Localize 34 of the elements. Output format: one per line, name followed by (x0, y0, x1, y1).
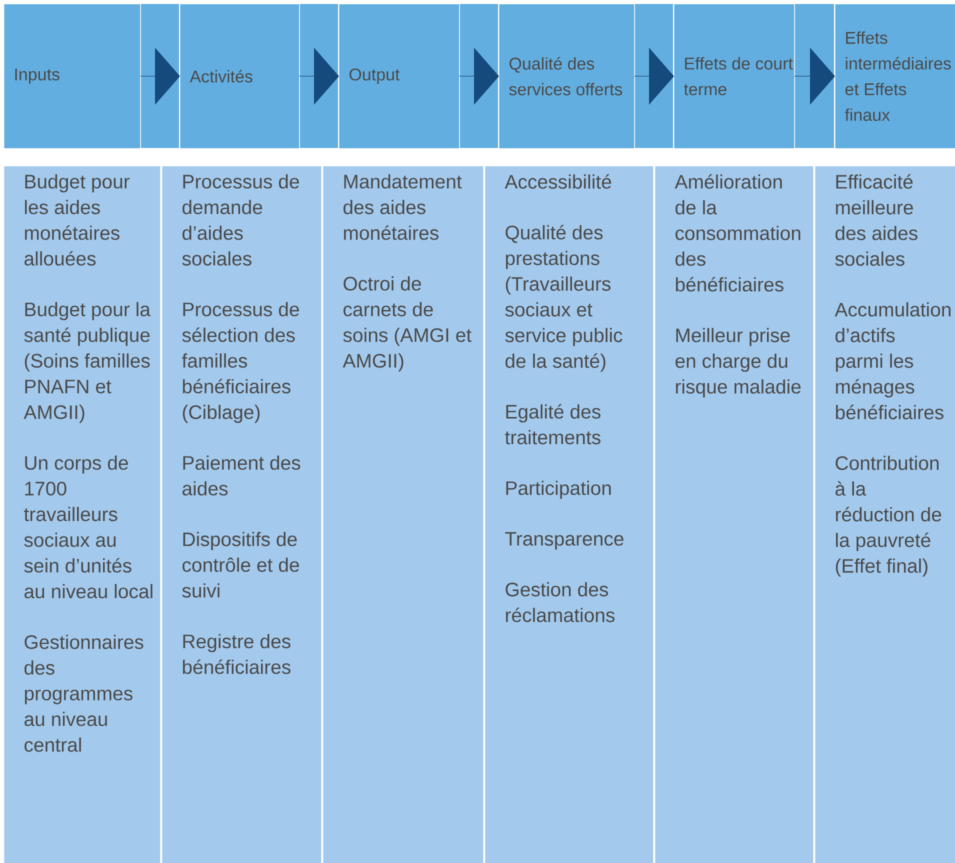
column-panel (323, 166, 484, 863)
column-panel (485, 166, 654, 863)
cell-text: Gestionnaires des programmes au niveau central (24, 634, 144, 752)
cell-text: Transparence (505, 532, 624, 550)
cell-text: Gestion des réclamations (506, 582, 615, 622)
node-label: Effets de court terme (684, 57, 793, 96)
cell-text: Amélioration de la consommation des bénéficiaires (674, 174, 800, 292)
cell-text: Paiement des aides (182, 456, 300, 496)
cell-text: Mandatement des aides monétaires (344, 174, 462, 240)
cell-text: Egalité des traitements (505, 404, 600, 444)
cell-text: Efficacité meilleure des aides sociales (835, 174, 918, 266)
cell-text: Processus de sélection des familles bénéficiaires (Ciblage) (182, 302, 299, 423)
cell-text: Meilleur prise en charge du risque maladie (676, 328, 801, 398)
column-panel (4, 166, 160, 863)
cell-text: Budget pour les aides monétaires allouées (24, 174, 130, 266)
node-label: Effets intermédiaires et Effets finaux (844, 31, 951, 121)
cell-text: Processus de demande d’aides sociales (182, 174, 299, 266)
column-panel (815, 166, 955, 863)
cell-text: Un corps de 1700 travailleurs sociaux au sein d’unités au niveau local (24, 456, 152, 598)
cell-text: Dispositifs de contrôle et de suivi (182, 532, 299, 598)
cell-text: Accessibilité (504, 174, 612, 189)
cell-text: Budget pour la santé publique (Soins familles PNAFN et AMGII) (24, 302, 150, 423)
cell-text: Octroi de carnets de soins (AMGI et AMGII) (342, 276, 472, 372)
cell-text: Contribution à la réduction de la pauvreté (Effet final) (836, 456, 942, 577)
node-label: Output (350, 68, 400, 84)
column-panel (655, 166, 814, 863)
node-label: Inputs (15, 68, 60, 84)
node-label: Activités (190, 70, 252, 83)
cell-text: Participation (506, 480, 611, 499)
cell-text: Qualité des prestations (Travailleurs sociaux et service public de la santé) (505, 224, 622, 372)
cell-text: Accumulation d’actifs parmi les ménages bénéficiaires (834, 302, 950, 420)
column-panel (162, 166, 322, 863)
cell-text: Registre des bénéficiaires (182, 634, 290, 674)
node-label: Qualité des services offerts (509, 57, 622, 96)
